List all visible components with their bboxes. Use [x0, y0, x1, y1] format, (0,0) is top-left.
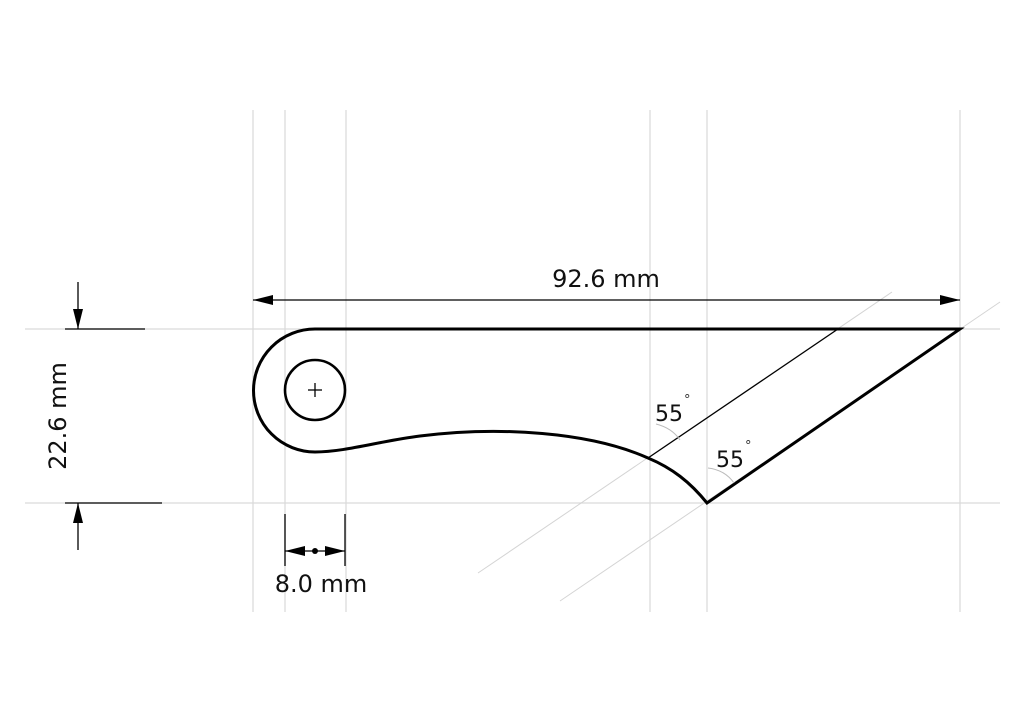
degree-symbol-1: °: [684, 393, 691, 408]
svg-text:55: 55: [716, 448, 744, 473]
angle-label-1: 55: [655, 402, 683, 427]
center-mark: [308, 383, 322, 397]
svg-text:55: 55: [655, 402, 683, 427]
length-label: 92.6 mm: [552, 265, 660, 293]
angle-annotations: 55 ° 55 °: [655, 393, 752, 484]
blade-outline: [252, 327, 965, 506]
pivot-hole: [283, 358, 347, 422]
degree-symbol-2: °: [745, 439, 752, 454]
bevel-line: [647, 328, 839, 459]
angle-label-2: 55: [716, 448, 744, 473]
dimension-overall-length: 92.6 mm: [253, 265, 960, 305]
construction-grid: [25, 110, 1001, 612]
hole-diameter-label: 8.0 mm: [275, 570, 368, 598]
height-label: 22.6 mm: [44, 362, 72, 470]
dimension-hole-diameter: 8.0 mm: [275, 514, 368, 598]
dimension-height: 22.6 mm: [44, 282, 162, 550]
